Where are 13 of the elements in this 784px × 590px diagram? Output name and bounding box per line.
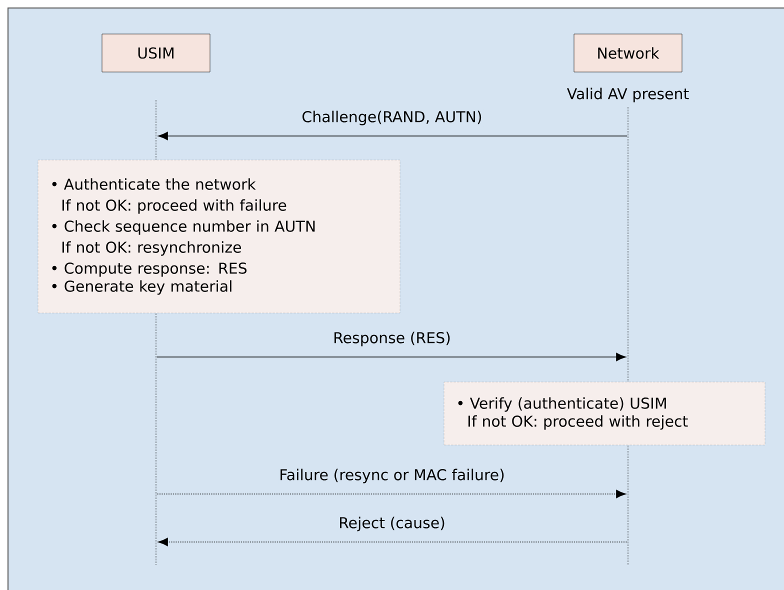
- message-arrow: [158, 538, 628, 546]
- participant-box: USIM: [102, 34, 210, 72]
- edge-label: Reject (cause): [338, 516, 446, 532]
- edge-label: Challenge(RAND, AUTN): [300, 110, 484, 126]
- edge-label: Failure (resync or MAC failure): [278, 468, 506, 484]
- message-arrow: [156, 352, 626, 362]
- participant-box: Network: [574, 34, 682, 72]
- edge-label: Response (RES): [332, 330, 452, 348]
- note-box: • Authenticate the network If not OK: proceed with failure • Check sequence number in AUTN If not OK: resynchronize • Compute response: RES • Generate key material: [38, 160, 400, 314]
- note-box: • Verify (authenticate) USIM If not OK: proceed with reject: [444, 382, 766, 446]
- message-arrow: [158, 132, 628, 140]
- annotation-text: Valid AV present: [566, 88, 689, 102]
- message-arrow: [156, 490, 626, 498]
